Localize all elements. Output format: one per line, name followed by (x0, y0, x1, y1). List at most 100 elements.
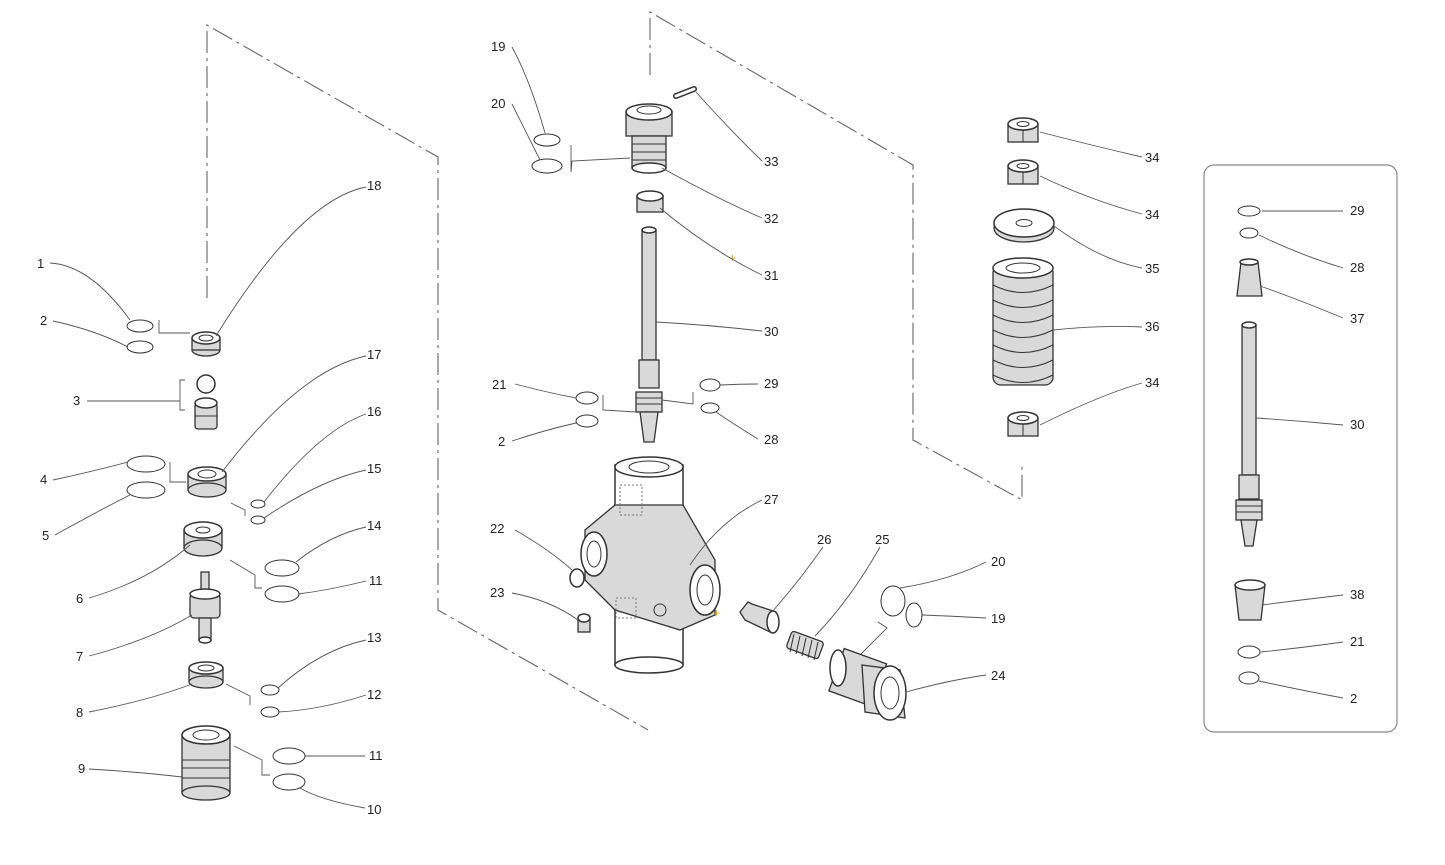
leader-b37 (1259, 285, 1344, 319)
part-15-ring (250, 515, 266, 525)
part-3-ball (196, 374, 216, 394)
callout-m21: 21 (492, 377, 506, 392)
callout-m19: 19 (491, 39, 505, 54)
callout-m30: 30 (764, 324, 778, 339)
bracket-21-2 (602, 395, 637, 413)
leader-s34b (1039, 175, 1143, 215)
callout-11-lower: 11 (369, 748, 383, 763)
leader-b38 (1261, 594, 1344, 606)
part-22-washer (569, 568, 585, 588)
callout-6: 6 (76, 591, 83, 606)
leader-m20b (899, 561, 987, 589)
leader-m22 (514, 529, 573, 571)
part-18-seat (191, 331, 221, 357)
leader-s36 (1052, 325, 1143, 331)
leader-m33 (695, 91, 763, 162)
callout-b37: 37 (1350, 311, 1364, 326)
left-assembly (126, 319, 306, 801)
part-12-ring (260, 706, 280, 718)
leader-s34c (1039, 382, 1143, 426)
part-30-rod (635, 226, 663, 443)
leader-4 (52, 461, 129, 481)
leader-15 (263, 469, 367, 519)
part-21-oring-middle (575, 391, 599, 405)
leader-14 (295, 526, 367, 563)
leader-8 (88, 683, 193, 713)
leader-lines (49, 46, 1344, 809)
callout-2: 2 (40, 313, 47, 328)
leader-16 (263, 413, 367, 503)
leader-b21 (1260, 641, 1344, 653)
part-7-stem (189, 571, 221, 644)
bracket-19-20-side (859, 621, 888, 656)
part-21-oring-inset (1237, 645, 1261, 659)
leader-m24 (905, 674, 987, 693)
leader-m23 (511, 592, 579, 621)
part-34-nut-bottom (1007, 411, 1039, 437)
callout-b28: 28 (1350, 260, 1364, 275)
bracket-12-13 (225, 683, 251, 705)
callout-11-upper: 11 (369, 573, 383, 588)
spring-assembly (992, 117, 1055, 437)
part-16-ring (250, 499, 266, 509)
middle-assembly: + + (531, 86, 923, 721)
leader-7 (88, 614, 193, 657)
part-13-ring (260, 684, 280, 696)
part-34-nut-top (1007, 117, 1039, 143)
part-24-fitting (828, 647, 907, 721)
callout-13: 13 (367, 630, 381, 645)
leader-s35 (1053, 225, 1143, 269)
part-2-ring-middle (575, 414, 599, 428)
callout-15: 15 (367, 461, 381, 476)
leader-m26 (771, 546, 824, 613)
marker-26: + (713, 606, 720, 620)
callout-s36: 36 (1145, 319, 1159, 334)
callout-m28: 28 (764, 432, 778, 447)
callout-7: 7 (76, 649, 83, 664)
part-31-sleeve (636, 190, 664, 213)
callout-m20b: 20 (991, 554, 1005, 569)
part-27-pump-body (580, 456, 721, 674)
part-20-ring (531, 158, 563, 174)
leader-s34a (1039, 131, 1143, 158)
bracket-11-14 (229, 559, 262, 589)
bracket-4-5 (169, 462, 186, 483)
callout-m29: 29 (764, 376, 778, 391)
callout-m27: 27 (764, 492, 778, 507)
callout-b2: 2 (1350, 691, 1357, 706)
callout-s34-middle: 34 (1145, 207, 1159, 222)
bracket-1-2 (158, 320, 190, 334)
part-2-ring (126, 340, 154, 354)
part-25-spring (786, 630, 824, 661)
guide-line-left (206, 24, 649, 731)
part-11-ring-upper (264, 585, 300, 603)
leader-1 (49, 262, 131, 321)
part-14-ring (264, 559, 300, 577)
callout-m24: 24 (991, 668, 1005, 683)
part-28-ring-inset (1239, 227, 1259, 239)
callout-b21: 21 (1350, 634, 1364, 649)
callout-b29: 29 (1350, 203, 1364, 218)
part-30-rod-inset (1235, 321, 1263, 547)
part-19-oring-side (905, 602, 923, 628)
leader-13 (277, 639, 367, 689)
leader-m32 (661, 167, 763, 219)
callout-m33: 33 (764, 154, 778, 169)
guide-line-right (649, 11, 1023, 501)
part-38-sleeve (1234, 579, 1266, 621)
callout-m22: 22 (490, 521, 504, 536)
callout-s34-bottom: 34 (1145, 375, 1159, 390)
part-20-ring-side (880, 585, 906, 617)
part-9-nut (181, 725, 231, 801)
leader-2 (52, 320, 129, 348)
callout-b38: 38 (1350, 587, 1364, 602)
leader-11a (297, 580, 367, 595)
leader-12 (277, 694, 367, 713)
callout-s34-top: 34 (1145, 150, 1159, 165)
part-28-ring-middle (700, 402, 720, 414)
part-36-spring (992, 257, 1054, 386)
inset-assembly (1234, 205, 1266, 685)
part-4-ring (126, 455, 166, 473)
